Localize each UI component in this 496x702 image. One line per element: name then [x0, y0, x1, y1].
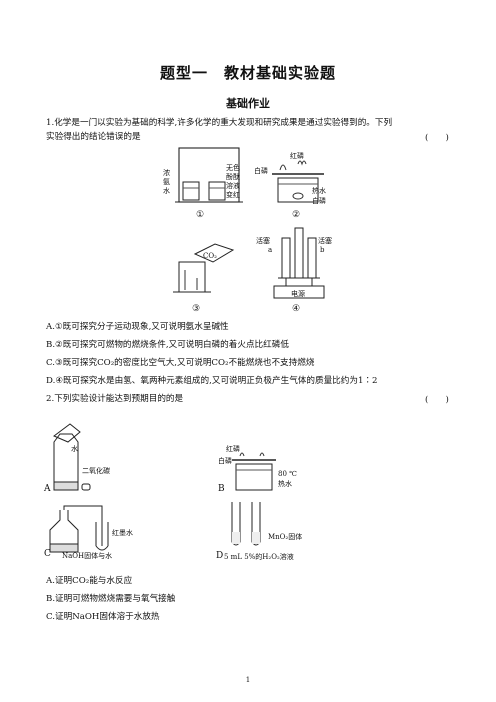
- fig4-stopcock-a-label: 活塞: [256, 237, 270, 245]
- fig2-number: ②: [292, 210, 301, 220]
- figD-mno2-label: MnO₂固体: [268, 533, 303, 541]
- fig4-a-label: a: [268, 246, 273, 254]
- fig4-b-label: b: [320, 246, 325, 254]
- fig1-number: ①: [196, 210, 205, 220]
- q2-stem: 2.下列实验设计能达到预期目的的是: [46, 394, 184, 404]
- figA-water-label: 水: [71, 445, 78, 453]
- figD-letter: D: [216, 551, 224, 561]
- figC-naoh-label: NaOH固体与水: [62, 552, 113, 560]
- fig4-power-label: 电源: [291, 290, 305, 298]
- figC-letter: C: [44, 549, 51, 559]
- fig2-hot-water-label: 热水: [312, 187, 326, 195]
- figB-temperature-label: 80 ℃: [278, 470, 297, 478]
- figD-test-tubes-diagram: [231, 502, 261, 546]
- fig3-co2-label: CO₂: [203, 252, 217, 260]
- fig1-right-label: 无色 酚酞 溶液 变红: [226, 164, 240, 199]
- figB-white-phosphorus-label: 白磷: [218, 457, 232, 465]
- q2-answer-paren: ( ): [425, 395, 449, 405]
- figC-flask-diagram: [49, 505, 109, 553]
- fig2-white-phosphorus-label: 白磷: [254, 167, 268, 175]
- q1-option-a: A.①既可探究分子运动现象,又可说明氨水呈碱性: [46, 322, 229, 332]
- q2-option-a: A.证明CO₂能与水反应: [46, 576, 133, 586]
- fig1-ammonia-diagram: [175, 147, 243, 203]
- figC-red-ink-label: 红墨水: [112, 529, 133, 537]
- q2-option-c: C.证明NaOH固体溶于水放热: [46, 612, 160, 622]
- figA-letter: A: [44, 484, 51, 494]
- figA-co2-label: 二氧化碳: [82, 467, 110, 475]
- fig3-number: ③: [192, 304, 201, 314]
- fig4-electrolysis-diagram: [273, 227, 325, 299]
- q1-option-d: D.④既可探究水是由氢、氧两种元素组成的,又可说明正负极产生气体的质量比约为1∶…: [46, 376, 378, 386]
- q2-option-b: B.证明可燃物燃烧需要与氧气接触: [46, 594, 176, 604]
- page-number: 1: [245, 676, 251, 684]
- fig3-co2-diagram: [173, 243, 235, 293]
- page-title: 题型一 教材基础实验题: [159, 64, 336, 82]
- figD-h2o2-label: 5 mL 5%的H₂O₂溶液: [224, 553, 294, 561]
- figB-combustion-diagram: [232, 452, 276, 491]
- fig4-stopcock-b-label: 活塞: [318, 237, 332, 245]
- section-subtitle: 基础作业: [226, 97, 270, 110]
- figA-bottle-diagram: [53, 423, 91, 491]
- q1-stem-line2: 实验得出的结论错误的是: [46, 132, 141, 142]
- q1-option-c: C.③既可探究CO₂的密度比空气大,又可说明CO₂不能燃烧也不支持燃烧: [46, 358, 315, 368]
- figB-hot-water-label: 热水: [278, 480, 292, 488]
- fig4-number: ④: [292, 304, 301, 314]
- fig2-white-phosphorus-bottom-label: 白磷: [312, 197, 326, 205]
- figB-letter: B: [218, 484, 225, 494]
- fig1-left-label: 浓 氨 水: [163, 169, 170, 195]
- fig2-red-phosphorus-label: 红磷: [290, 152, 304, 160]
- fig2-combustion-diagram: [272, 160, 324, 203]
- q1-answer-paren: ( ): [425, 133, 449, 143]
- figB-red-phosphorus-label: 红磷: [226, 445, 240, 453]
- q1-option-b: B.②既可探究可燃物的燃烧条件,又可说明白磷的着火点比红磷低: [46, 340, 289, 350]
- q1-stem-line1: 1.化学是一门以实验为基础的科学,许多化学的重大发现和研究成果是通过实验得到的。…: [46, 118, 393, 128]
